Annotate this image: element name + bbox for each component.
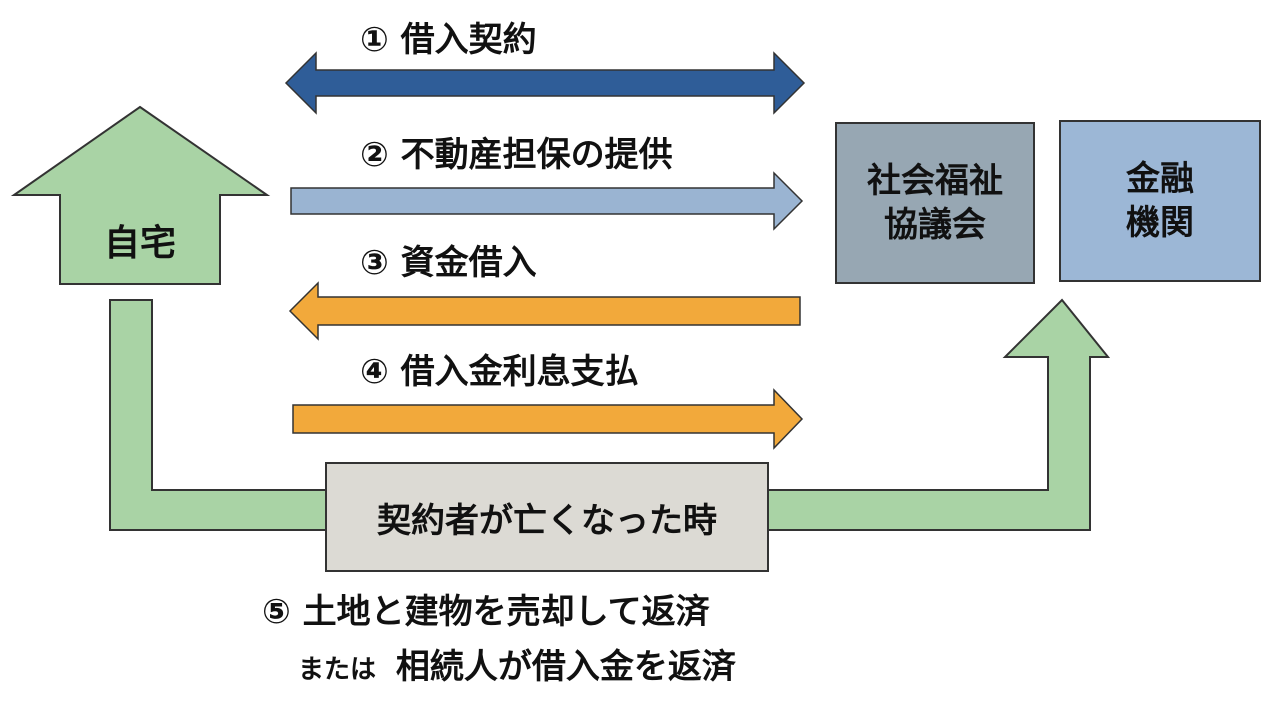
condition-box [325,462,769,572]
step-label-contract: ① 借入契約 [360,20,537,60]
bank-label: 金融 機関 [1060,121,1260,281]
arrow-interest [292,388,804,450]
home-label: 自宅 [60,195,220,284]
arrow-contract [284,51,806,115]
council-label-line1: 社会福祉 [867,161,1003,201]
home-label-text: 自宅 [103,222,176,264]
repayment-line2-main: 相続人が借入金を返済 [395,647,736,687]
step-label-interest: ④ 借入金利息支払 [360,352,639,392]
home-shape [10,105,271,285]
arrow-collateral [290,171,804,231]
condition-label-text: 契約者が亡くなった時 [377,500,717,541]
council-label: 社会福祉 協議会 [836,123,1034,283]
council-label-line2: 協議会 [884,205,986,245]
council-box [835,122,1035,284]
arrow-loan [288,281,801,341]
repayment-line2-prefix: または [298,655,377,685]
bank-label-line2: 機関 [1126,203,1194,243]
bank-box [1059,120,1261,282]
flow-path [109,298,1111,531]
step-label-loan: ③ 資金借入 [360,243,537,283]
condition-label: 契約者が亡くなった時 [326,463,768,571]
step-label-collateral: ② 不動産担保の提供 [360,135,673,175]
bank-label-line1: 金融 [1126,159,1194,199]
repayment-line2: または 相続人が借入金を返済 [298,645,736,692]
repayment-line1: ⑤ 土地と建物を売却して返済 [262,592,710,632]
